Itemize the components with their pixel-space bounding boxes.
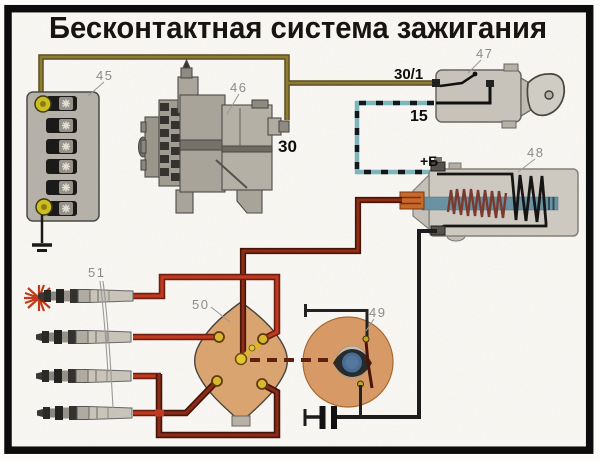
svg-text:Бесконтактная система зажигани: Бесконтактная система зажигания [49,10,547,45]
svg-text:30/1: 30/1 [394,66,423,83]
svg-text:30: 30 [278,137,297,156]
svg-text:48: 48 [527,145,544,160]
svg-text:51: 51 [88,265,105,280]
svg-text:47: 47 [476,46,493,61]
svg-text:49: 49 [369,305,386,320]
svg-text:+Б: +Б [420,153,438,169]
svg-text:15: 15 [410,108,428,125]
svg-text:46: 46 [230,80,247,95]
svg-text:45: 45 [96,68,113,83]
svg-text:50: 50 [192,297,209,312]
